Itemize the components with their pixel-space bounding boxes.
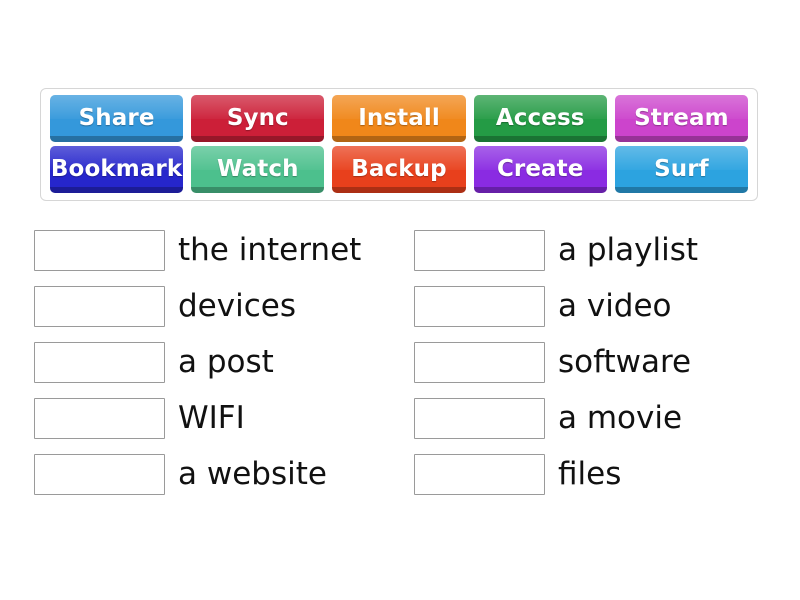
tile-share[interactable]: Share xyxy=(50,95,184,142)
tile-bookmark[interactable]: Bookmark xyxy=(50,146,184,193)
drop-slot[interactable] xyxy=(414,453,545,495)
tile-label: Sync xyxy=(226,105,289,131)
question-row: a post xyxy=(34,334,400,390)
question-text: a website xyxy=(178,455,327,492)
drop-slot[interactable] xyxy=(414,229,545,271)
question-text: software xyxy=(558,343,692,380)
question-grid: the internet devices a post WIFI a websi… xyxy=(0,222,800,502)
drop-slot[interactable] xyxy=(34,229,165,271)
drop-slot[interactable] xyxy=(414,397,545,439)
question-text: files xyxy=(558,455,622,492)
question-text: a post xyxy=(178,343,274,380)
tile-sync[interactable]: Sync xyxy=(191,95,325,142)
question-row: a playlist xyxy=(414,222,800,278)
tile-label: Watch xyxy=(217,156,299,182)
question-column-right: a playlist a video software a movie file… xyxy=(400,222,800,502)
tile-surf[interactable]: Surf xyxy=(614,146,749,193)
tile-label: Stream xyxy=(634,105,729,131)
question-row: the internet xyxy=(34,222,400,278)
question-text: a movie xyxy=(558,399,683,436)
drop-slot[interactable] xyxy=(414,285,545,327)
question-text: WIFI xyxy=(178,399,245,436)
question-text: a video xyxy=(558,287,672,324)
tile-label: Install xyxy=(358,105,440,131)
tile-label: Surf xyxy=(654,156,709,182)
question-row: devices xyxy=(34,278,400,334)
question-row: a movie xyxy=(414,390,800,446)
question-column-left: the internet devices a post WIFI a websi… xyxy=(0,222,400,502)
tile-create[interactable]: Create xyxy=(473,146,607,193)
tile-label: Share xyxy=(78,105,155,131)
question-text: devices xyxy=(178,287,296,324)
tile-watch[interactable]: Watch xyxy=(191,146,325,193)
question-text: a playlist xyxy=(558,231,699,268)
tile-row-2: Bookmark Watch Backup Create Surf xyxy=(46,146,752,193)
tile-stream[interactable]: Stream xyxy=(614,95,749,142)
word-tile-tray: Share Sync Install Access Stream Bookmar… xyxy=(40,88,758,201)
tile-label: Backup xyxy=(351,156,447,182)
drop-slot[interactable] xyxy=(414,341,545,383)
question-row: a video xyxy=(414,278,800,334)
question-row: a website xyxy=(34,446,400,502)
drop-slot[interactable] xyxy=(34,341,165,383)
drop-slot[interactable] xyxy=(34,397,165,439)
question-text: the internet xyxy=(178,231,362,268)
question-row: software xyxy=(414,334,800,390)
question-row: WIFI xyxy=(34,390,400,446)
tile-label: Bookmark xyxy=(50,156,183,182)
tile-row-1: Share Sync Install Access Stream xyxy=(46,95,752,142)
tile-backup[interactable]: Backup xyxy=(332,146,466,193)
tile-label: Create xyxy=(496,156,584,182)
tile-label: Access xyxy=(495,105,585,131)
drop-slot[interactable] xyxy=(34,285,165,327)
tile-access[interactable]: Access xyxy=(473,95,607,142)
question-row: files xyxy=(414,446,800,502)
tile-install[interactable]: Install xyxy=(332,95,466,142)
drop-slot[interactable] xyxy=(34,453,165,495)
